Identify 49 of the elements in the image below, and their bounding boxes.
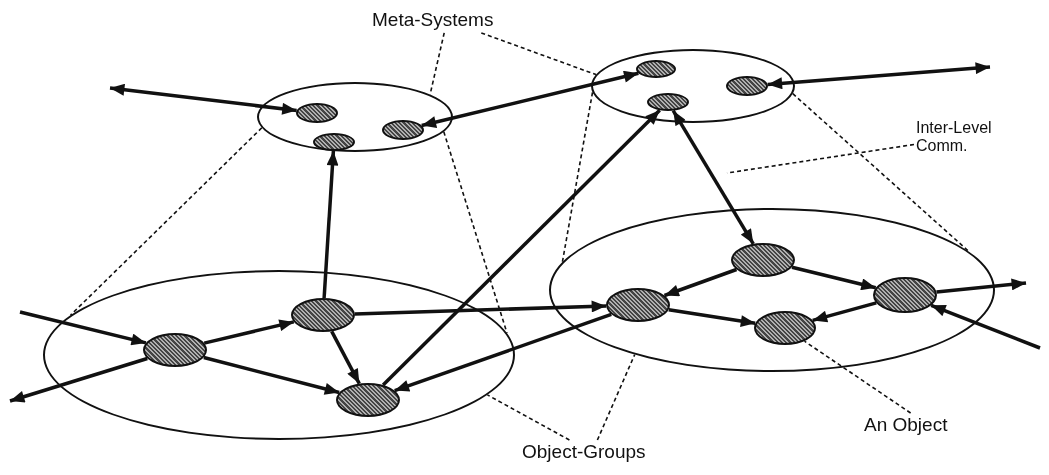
arrow bbox=[203, 355, 340, 395]
arrow bbox=[663, 267, 738, 298]
arrow bbox=[330, 330, 361, 385]
arrow bbox=[791, 265, 877, 291]
object-ellipse bbox=[726, 76, 768, 96]
leader-line bbox=[480, 32, 597, 76]
object-ellipse bbox=[296, 103, 338, 123]
arrow bbox=[668, 308, 756, 327]
projection-line bbox=[561, 91, 594, 263]
double-arrow bbox=[109, 83, 297, 115]
arrow bbox=[354, 300, 607, 316]
leader-line bbox=[596, 353, 636, 441]
object-ellipse bbox=[143, 333, 207, 367]
double-arrow bbox=[671, 109, 755, 245]
callout-label: Object-Groups bbox=[522, 442, 662, 463]
leader-line bbox=[803, 340, 912, 414]
double-arrow bbox=[421, 70, 639, 128]
meta-system-ellipse bbox=[257, 82, 453, 152]
object-ellipse bbox=[606, 288, 670, 322]
projection-line bbox=[69, 127, 263, 316]
arrow bbox=[381, 109, 661, 387]
arrow bbox=[930, 303, 1041, 350]
projection-line bbox=[443, 131, 508, 334]
double-arrow bbox=[767, 62, 991, 90]
object-ellipse bbox=[313, 133, 355, 151]
callout-label: An Object bbox=[864, 415, 994, 436]
object-ellipse bbox=[291, 298, 355, 332]
arrow bbox=[812, 301, 877, 323]
callout-label: Meta-Systems bbox=[372, 10, 522, 31]
arrow bbox=[19, 310, 147, 346]
meta-system-ellipse bbox=[591, 49, 795, 123]
projection-line bbox=[792, 92, 970, 253]
arrow bbox=[203, 319, 295, 345]
object-group-ellipse bbox=[43, 270, 515, 440]
arrow bbox=[322, 150, 339, 299]
object-ellipse bbox=[873, 277, 937, 313]
object-ellipse bbox=[336, 383, 400, 417]
object-ellipse bbox=[636, 60, 676, 78]
object-ellipse bbox=[382, 120, 424, 140]
arrow bbox=[394, 312, 612, 393]
leader-line bbox=[486, 394, 571, 441]
object-group-ellipse bbox=[549, 208, 995, 372]
object-ellipse bbox=[731, 243, 795, 277]
leader-line bbox=[429, 32, 445, 96]
arrow bbox=[9, 356, 148, 403]
callout-label: Inter-Level Comm. bbox=[916, 119, 1016, 155]
arrow bbox=[936, 278, 1027, 294]
object-ellipse bbox=[647, 93, 689, 111]
object-ellipse bbox=[754, 311, 816, 345]
